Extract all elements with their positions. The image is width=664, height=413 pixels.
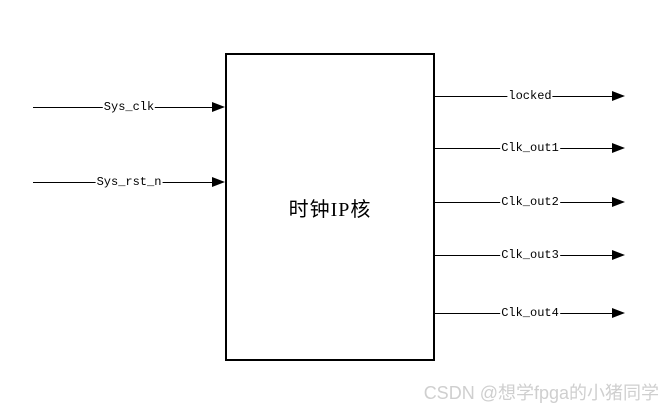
- arrowhead-icon: [212, 177, 225, 187]
- signal-label: locked: [507, 89, 553, 103]
- arrowhead-icon: [612, 197, 625, 207]
- arrowhead-icon: [612, 91, 625, 101]
- arrowhead-icon: [212, 102, 225, 112]
- signal-label: Clk_out4: [500, 306, 560, 320]
- block-title: 时钟IP核: [288, 198, 372, 221]
- signal-label: Sys_clk: [102, 100, 156, 114]
- signal-label: Clk_out3: [500, 248, 560, 262]
- clock-ip-core-block: 时钟IP核: [225, 53, 435, 361]
- signal-label: Clk_out2: [500, 195, 560, 209]
- signal-label: Clk_out1: [500, 141, 560, 155]
- csdn-watermark: CSDN @想学fpga的小猪同学: [423, 383, 659, 403]
- signal-label: Sys_rst_n: [95, 175, 163, 189]
- arrowhead-icon: [612, 143, 625, 153]
- arrowhead-icon: [612, 308, 625, 318]
- arrowhead-icon: [612, 250, 625, 260]
